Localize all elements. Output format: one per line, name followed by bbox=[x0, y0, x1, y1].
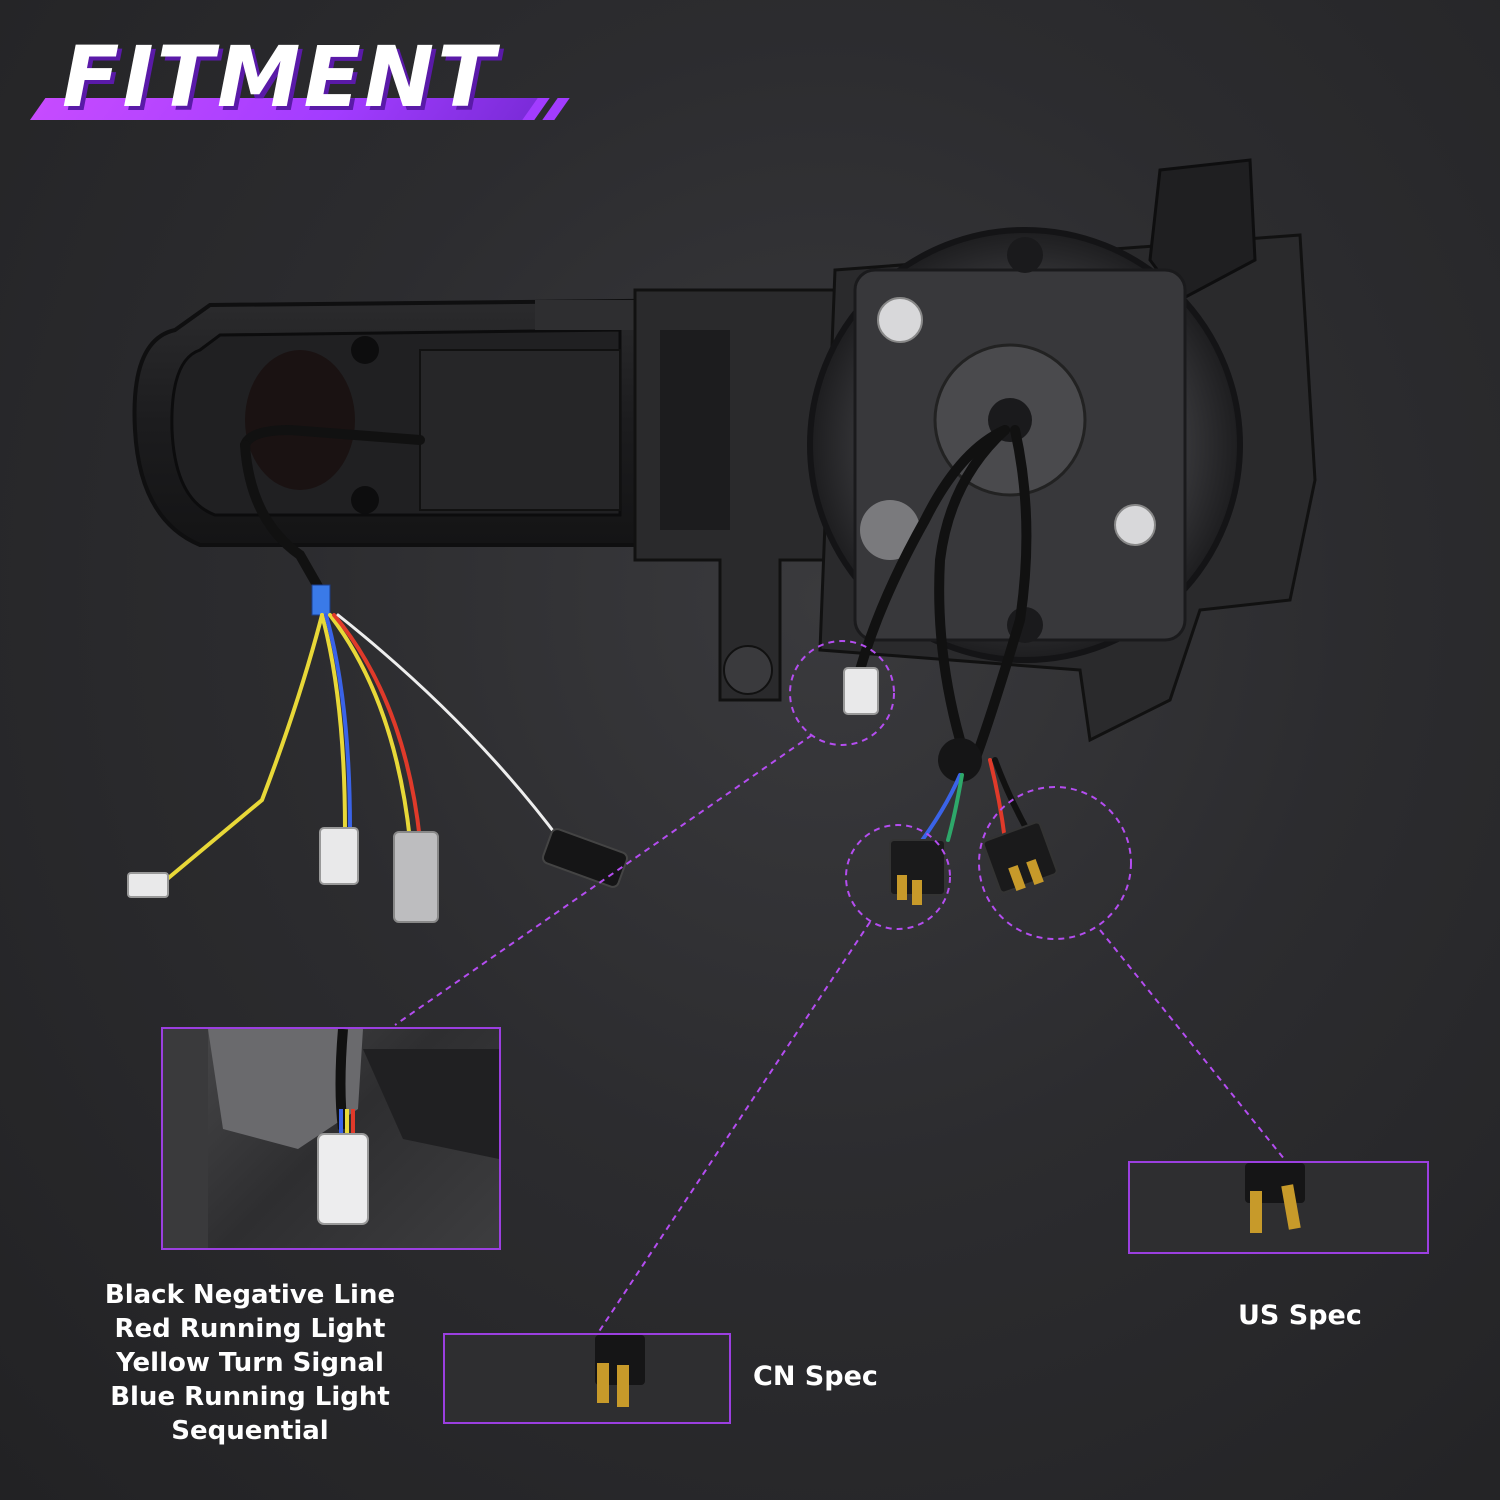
connector-icon bbox=[317, 1133, 369, 1225]
connector-icon bbox=[319, 827, 359, 885]
connector-icon bbox=[843, 667, 879, 715]
page-title: FITMENT bbox=[62, 28, 498, 126]
legend-item: Yellow Turn Signal bbox=[116, 1348, 384, 1378]
cn-spec-label: CN Spec bbox=[753, 1361, 878, 1392]
h4-plug-icon bbox=[982, 821, 1058, 894]
callout-circle-connector bbox=[789, 640, 895, 746]
h4-plug-icon bbox=[889, 839, 946, 905]
connector-icon bbox=[393, 831, 439, 923]
headlight-assembly bbox=[132, 158, 1317, 743]
legend-item: Sequential bbox=[171, 1416, 329, 1446]
legend-item: Blue Running Light bbox=[110, 1382, 390, 1412]
connector-icon bbox=[127, 872, 169, 898]
legend-item: Red Running Light bbox=[114, 1314, 386, 1344]
inset-connector-closeup bbox=[161, 1027, 501, 1250]
right-wiring-harness bbox=[843, 425, 1058, 905]
wire-legend: Black Negative Line Red Running Light Ye… bbox=[80, 1278, 420, 1448]
callout-circle-us bbox=[978, 786, 1132, 940]
us-spec-label: US Spec bbox=[1238, 1300, 1362, 1331]
h4-plug-icon bbox=[597, 1363, 609, 1403]
h4-plug-icon bbox=[1250, 1191, 1262, 1233]
title-banner: FITMENT bbox=[30, 28, 570, 128]
callout-circle-cn bbox=[845, 824, 951, 930]
inset-cn-spec bbox=[443, 1333, 731, 1424]
legend-item: Black Negative Line bbox=[104, 1280, 396, 1310]
callout-lines bbox=[394, 640, 1286, 1334]
inset-us-spec bbox=[1128, 1161, 1429, 1254]
left-wiring-harness bbox=[127, 424, 629, 923]
connector-icon bbox=[541, 828, 629, 888]
